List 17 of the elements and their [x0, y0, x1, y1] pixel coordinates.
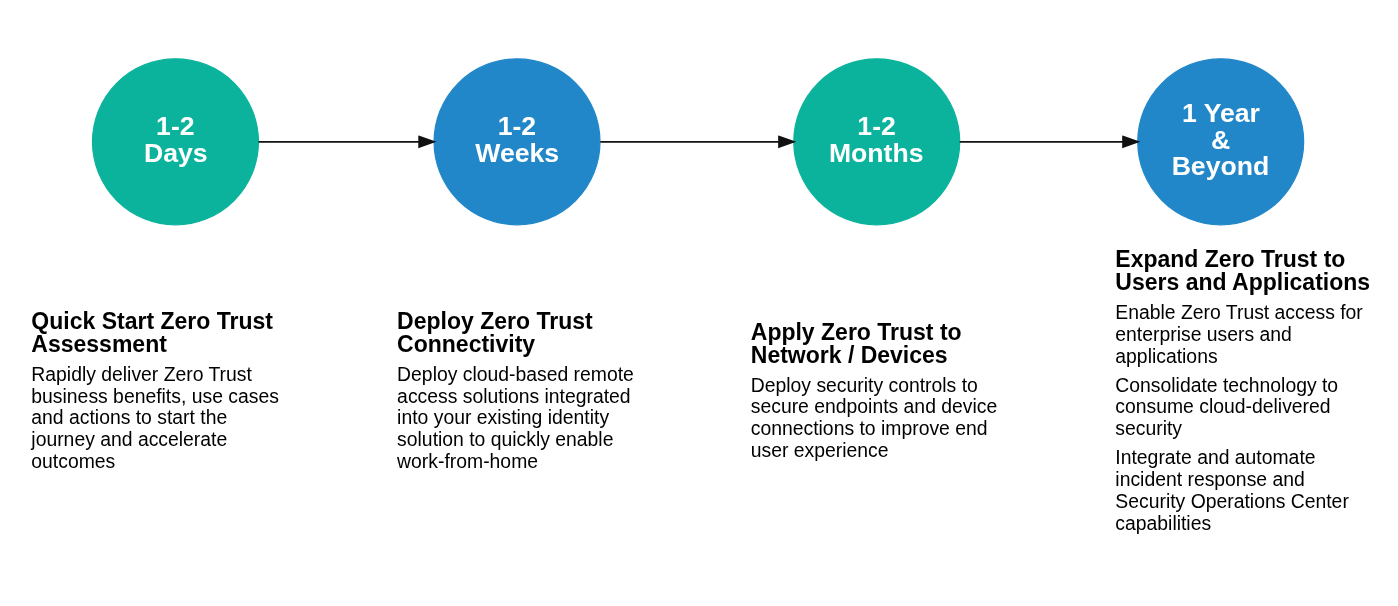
arrow [599, 134, 797, 148]
node-label: Quick Start Zero Trust Assessment [31, 307, 273, 357]
arrow [257, 134, 437, 148]
node-label: Enable Zero Trust access for enterprise users and applications [1115, 300, 1363, 367]
node-circle: 1-2 Months [793, 57, 961, 225]
node-label: Deploy cloud-based remote access solutions integrated into your existing identity solution to quickly enable work-from-home [397, 362, 634, 472]
node-label: Consolidate technology to consume cloud-delivered security [1115, 373, 1339, 439]
node-label: Rapidly deliver Zero Trust business benefits, use cases and actions to start the journey and accelerate outcomes [31, 362, 279, 472]
node-circle: 1 Year & Beyond [1137, 57, 1305, 225]
node-label: Integrate and automate incident response and Security Operations Center capabilities [1115, 445, 1349, 534]
node-circle: 1-2 Weeks [433, 57, 601, 225]
node-label: Deploy Zero Trust Connectivity [397, 307, 593, 357]
node-label: Expand Zero Trust to Users and Applications [1115, 245, 1371, 295]
node-circle: 1-2 Days [91, 57, 260, 225]
arrow [958, 134, 1141, 148]
node-label: Deploy security controls to secure endpoints and device connections to improve end user experience [750, 373, 998, 461]
node-label: Apply Zero Trust to Network / Devices [750, 318, 962, 368]
